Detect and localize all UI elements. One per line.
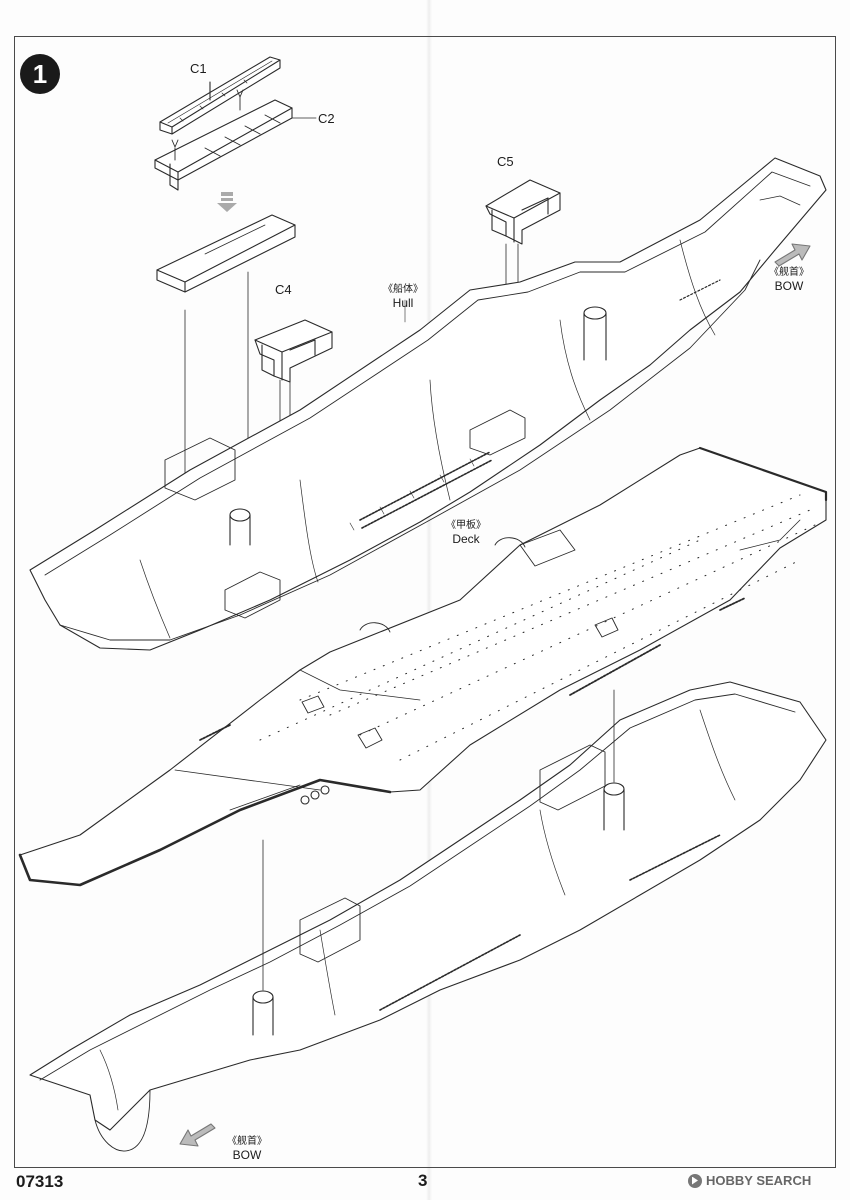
part-c2-drawing [154, 89, 317, 191]
lower-hull-drawing [29, 681, 827, 1152]
deck-drawing [18, 446, 828, 887]
part-label-c2: C2 [318, 111, 335, 126]
watermark: HOBBY SEARCH [688, 1173, 811, 1188]
deck-label-en: Deck [452, 532, 480, 546]
watermark-logo-icon [688, 1173, 702, 1188]
bow-arrow-bottom-icon [179, 1123, 216, 1147]
deck-label-cn: 《甲板》 [446, 520, 486, 531]
assembled-c1-c2-drawing [156, 214, 296, 486]
part-label-c5: C5 [497, 154, 514, 169]
kit-number: 07313 [16, 1172, 64, 1191]
bow-bottom-label-en: BOW [232, 1148, 262, 1162]
down-arrow-icon [217, 192, 237, 212]
page-frame [14, 36, 836, 1168]
bow-arrow-top-icon [774, 243, 811, 267]
page-number: 3 [418, 1171, 428, 1190]
bow-top-label-en: BOW [774, 279, 804, 293]
hull-label-en: Hull [392, 296, 414, 310]
step-number-badge: 1 [20, 54, 60, 94]
part-label-c4: C4 [275, 282, 292, 297]
hull-drawing [29, 157, 827, 651]
bow-bottom-label-cn: 《舰首》 [227, 1136, 267, 1147]
bow-top-label-cn: 《舰首》 [769, 267, 809, 278]
part-label-c1: C1 [190, 61, 207, 76]
watermark-text: HOBBY SEARCH [706, 1173, 812, 1188]
hull-label-cn: 《船体》 [383, 284, 423, 295]
binding-gutter [426, 0, 432, 1200]
part-c1-drawing [159, 56, 281, 135]
